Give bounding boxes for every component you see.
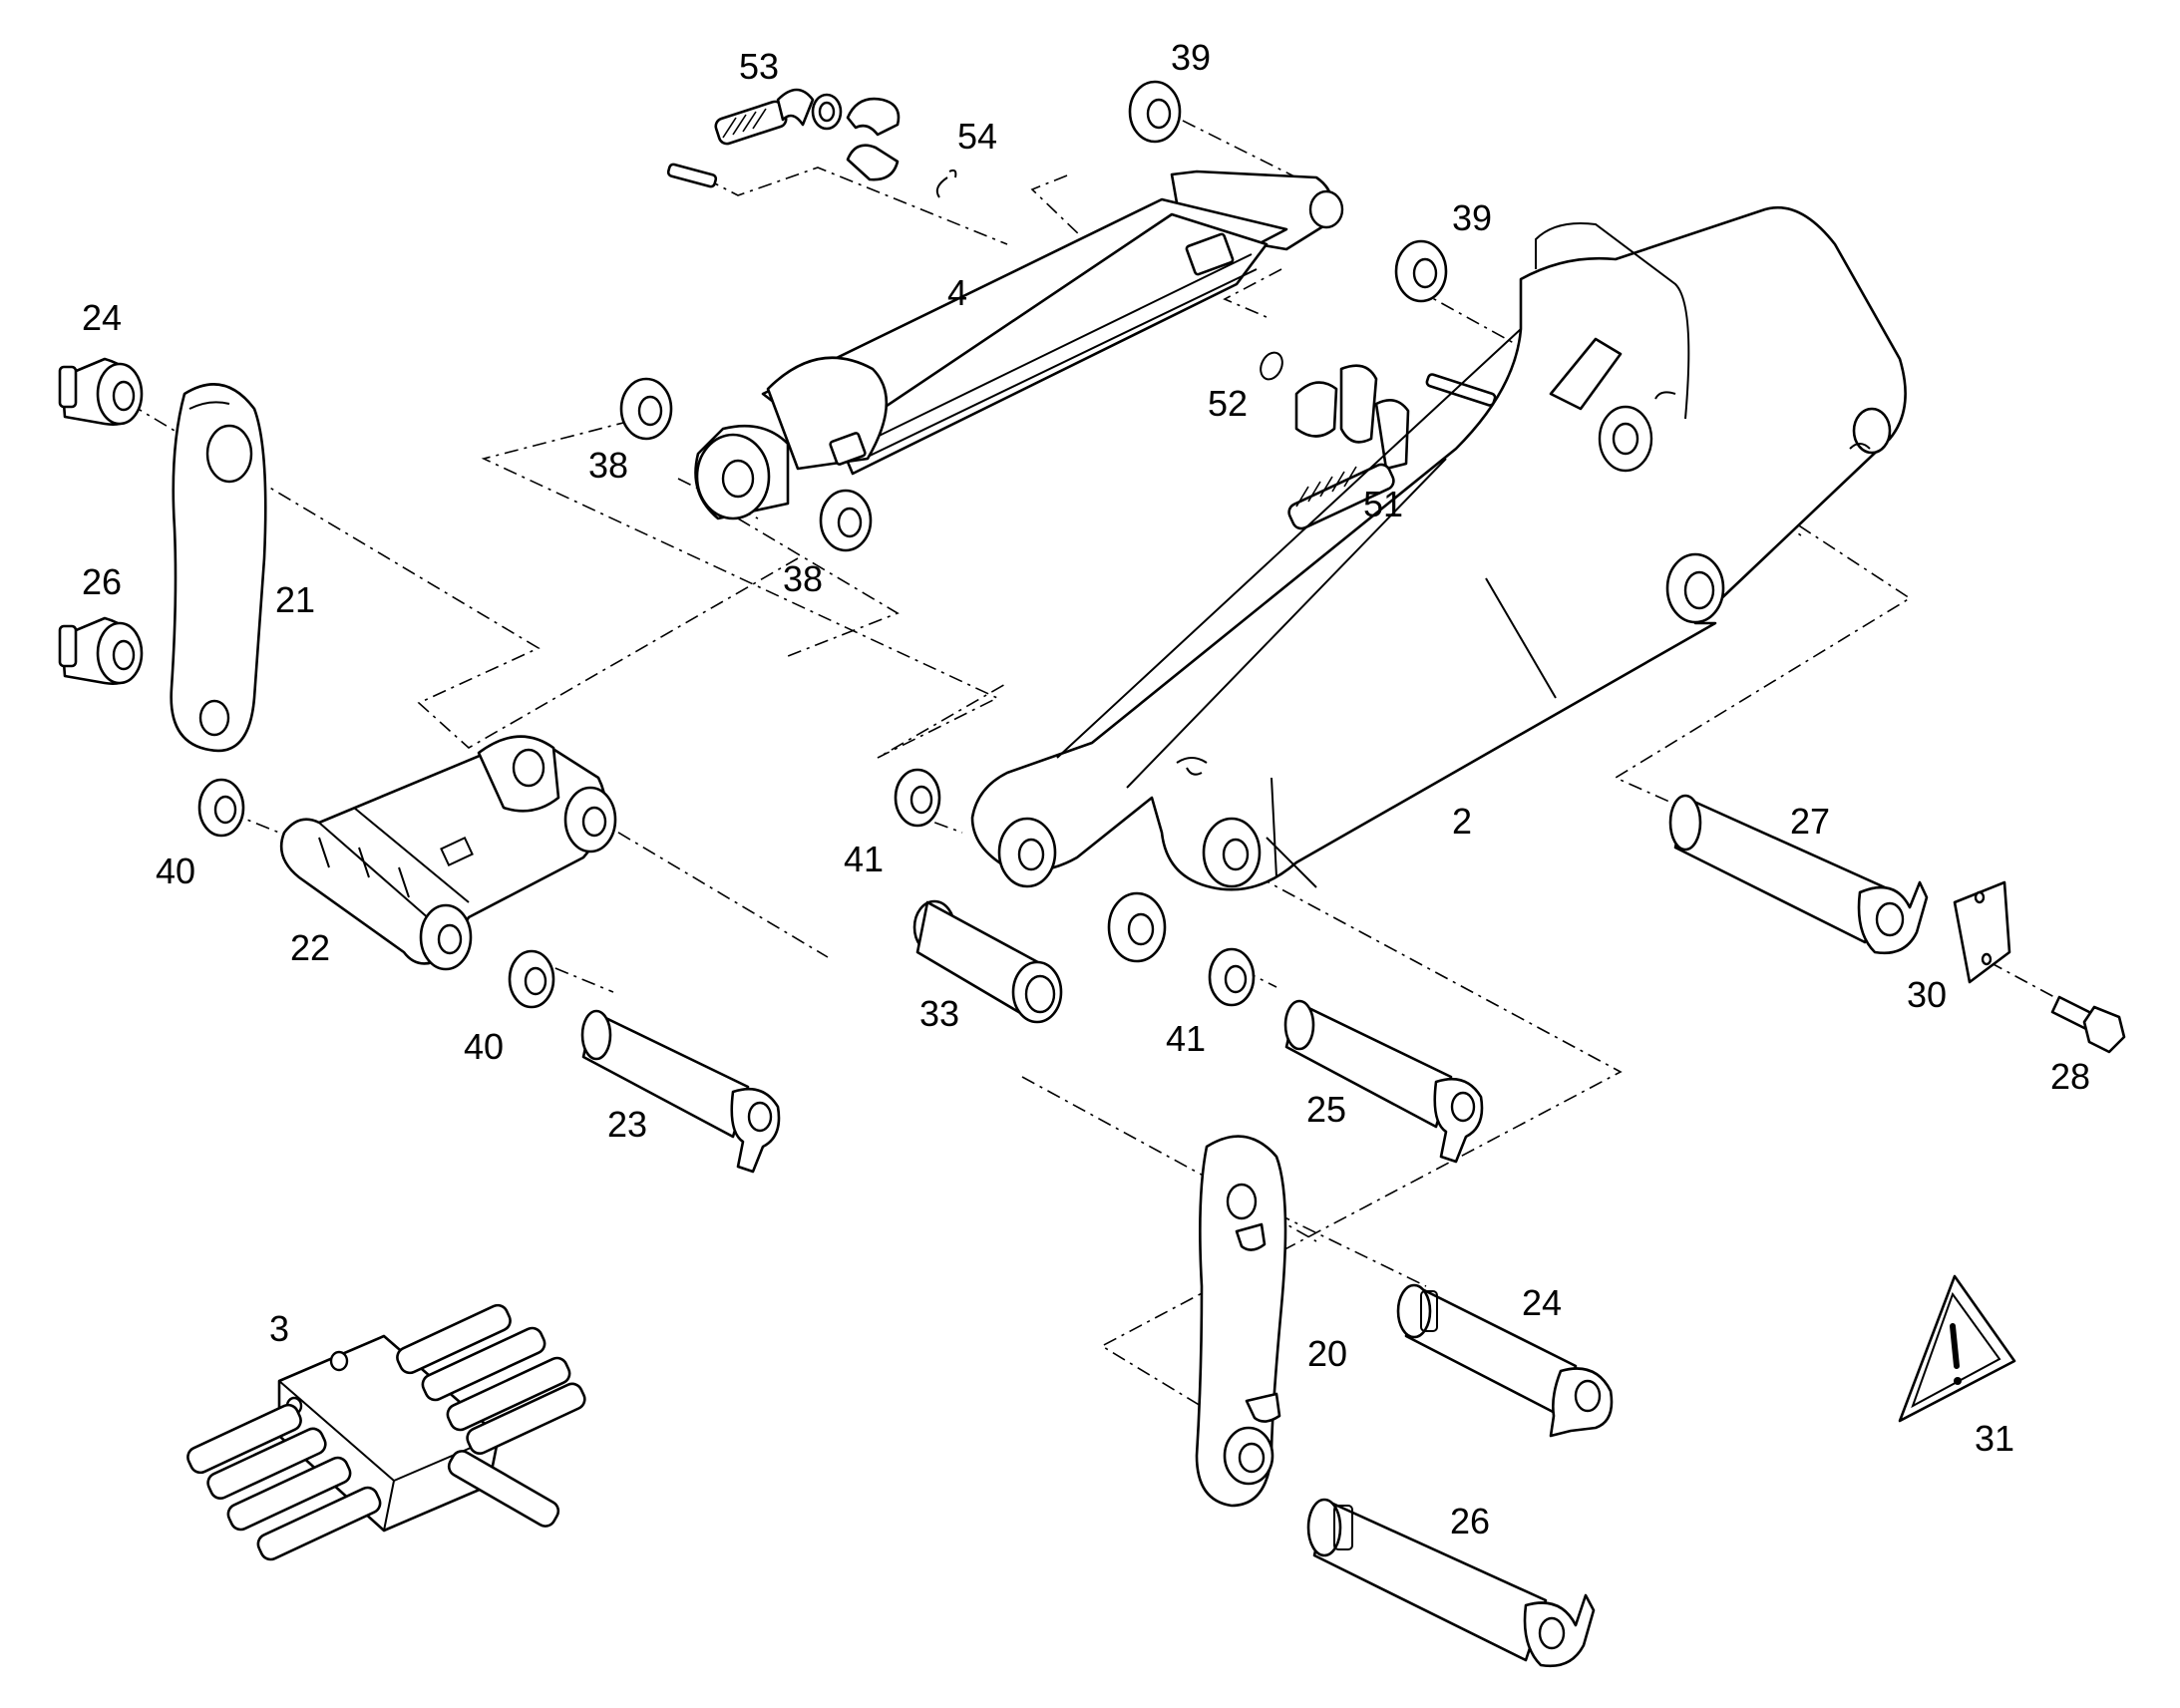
bracket-22 (279, 735, 617, 971)
callout-39-right: 39 (1452, 197, 1492, 238)
callout-24-right: 24 (1522, 1282, 1562, 1323)
callout-38-bottom: 38 (783, 558, 823, 599)
callout-20: 20 (1307, 1333, 1347, 1374)
callout-53: 53 (739, 46, 779, 87)
link-arm-21 (170, 383, 267, 753)
callout-21: 21 (275, 579, 315, 620)
callout-4: 4 (947, 272, 967, 313)
washer-38-bottom (819, 489, 873, 552)
pin-27 (1668, 794, 1929, 955)
pin-25 (1283, 999, 1484, 1164)
callout-22: 22 (290, 927, 330, 968)
washer-41-bottom (1208, 947, 1256, 1007)
callout-40-top: 40 (156, 851, 195, 891)
callout-2: 2 (1452, 801, 1472, 842)
valve-block-3 (186, 1303, 586, 1561)
callout-41-top: 41 (844, 839, 884, 879)
pin-23 (580, 1009, 781, 1174)
washer-41-top (894, 768, 941, 828)
callout-3: 3 (269, 1308, 289, 1349)
callout-40-bottom: 40 (464, 1026, 504, 1067)
link-arm-20 (1195, 1135, 1287, 1508)
callout-52: 52 (1208, 383, 1248, 424)
callout-39-top: 39 (1171, 37, 1211, 78)
callout-27: 27 (1790, 801, 1830, 842)
washer-38-top (619, 377, 673, 441)
o-ring-52 (1260, 351, 1283, 381)
callout-26-right: 26 (1450, 1501, 1490, 1541)
washer-40-bottom (508, 949, 555, 1009)
bushing-24-left (58, 357, 144, 427)
o-ring-54 (935, 169, 957, 198)
hose-fitting-53 (666, 88, 901, 188)
callout-51: 51 (1363, 484, 1403, 524)
bushing-26-left (58, 616, 144, 686)
sleeve-33 (912, 899, 1063, 1024)
washer-40-top (197, 778, 245, 838)
callout-24-left: 24 (82, 297, 122, 338)
pin-24-right (1396, 1283, 1614, 1438)
callout-labels: 53 54 39 39 4 52 51 24 26 21 38 38 40 40… (82, 37, 2090, 1541)
callout-31: 31 (1975, 1418, 2014, 1459)
washer-39-top (1128, 80, 1182, 144)
hydraulic-cylinder-4 (694, 170, 1344, 520)
plate-30 (1953, 880, 2011, 984)
pin-26-right (1306, 1498, 1596, 1668)
warning-label-31 (1898, 1274, 2016, 1423)
hose-fitting-51 (1287, 364, 1497, 530)
callout-38-top: 38 (588, 445, 628, 486)
callout-25: 25 (1306, 1089, 1346, 1130)
bolt-28 (2050, 995, 2126, 1054)
callout-54: 54 (957, 116, 997, 157)
callout-26-left: 26 (82, 561, 122, 602)
boom-2 (970, 205, 1907, 963)
callout-30: 30 (1907, 974, 1947, 1015)
callout-28: 28 (2050, 1056, 2090, 1097)
washer-39-right (1394, 239, 1448, 303)
callout-23: 23 (607, 1104, 647, 1145)
callout-33: 33 (919, 993, 959, 1034)
callout-41-bottom: 41 (1166, 1018, 1206, 1059)
